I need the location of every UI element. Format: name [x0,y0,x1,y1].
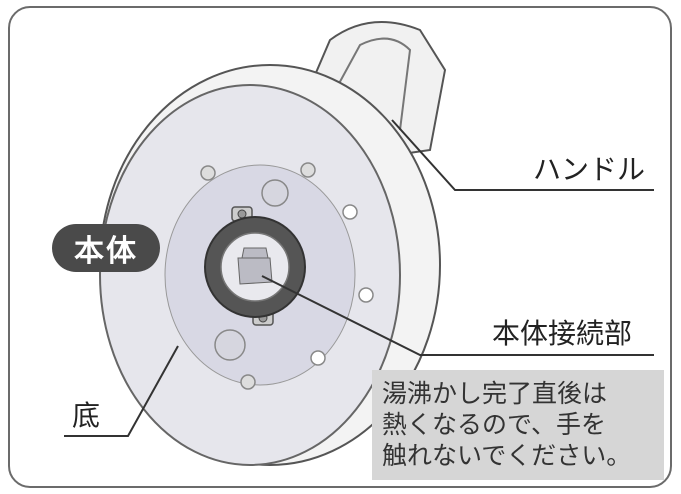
handle-inner-line [329,37,412,131]
leader-connector [261,275,654,356]
foot [240,374,256,390]
body-badge: 本体 [52,224,160,272]
handle-label: ハンドル [533,153,646,186]
leader-handle [391,119,654,191]
foot [310,350,326,366]
warning-note: 湯沸かし完了直後は 熱くなるので、手を 触れないでください。 [372,370,664,480]
foot [358,287,374,303]
warning-note-line: 熱くなるので、手を [382,410,607,439]
large-pad [261,179,289,207]
warning-note-line: 触れないでください。 [382,441,632,470]
foot [342,204,358,220]
bottom-label: 底 [72,399,101,432]
foot [300,162,316,178]
connector-label: 本体接続部 [492,317,633,350]
warning-note-line: 湯沸かし完了直後は [382,379,608,408]
large-pad [214,329,246,361]
foot [200,165,216,181]
leader-bottom [64,345,179,437]
